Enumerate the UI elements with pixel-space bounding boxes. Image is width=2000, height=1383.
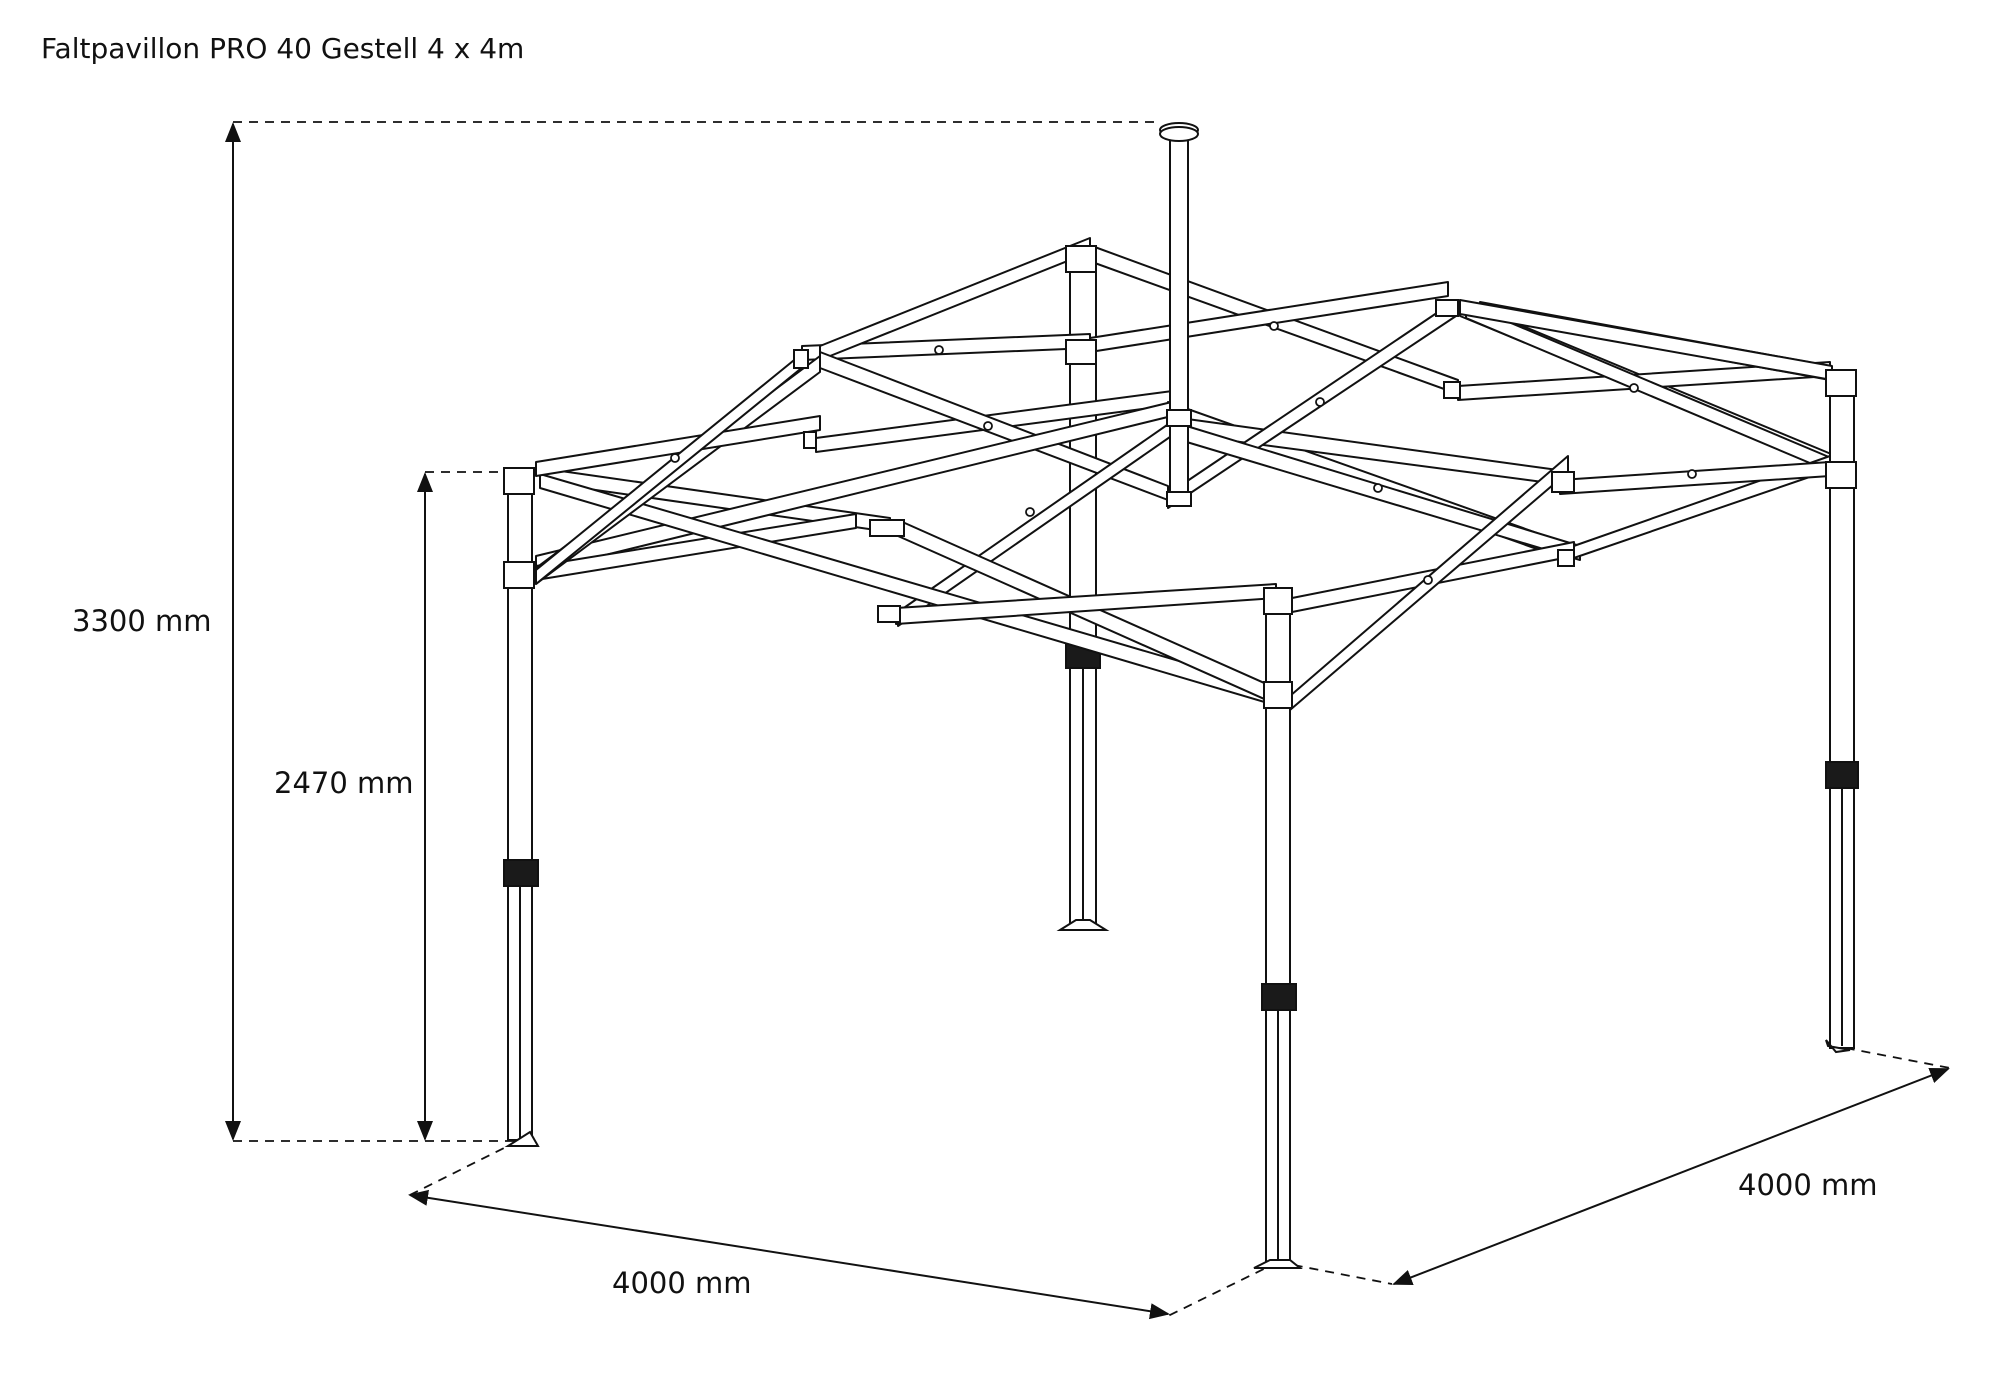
center-hub [1166,409,1192,427]
corner-bracket [1825,461,1857,489]
dim-label-width-front: 4000 mm [612,1266,752,1300]
leg-clamp [1261,983,1297,1011]
leg-clamp [503,859,539,887]
corner-cap [1825,369,1857,397]
truss-connectors [793,299,1575,623]
leg-back-right [1825,369,1859,1054]
dim-label-eave-height: 2470 mm [274,766,414,800]
corner-bracket [1263,681,1293,709]
corner-cap [1065,245,1097,273]
truss-members [535,237,1837,711]
corner-cap [503,467,535,495]
dim-label-total-height: 3300 mm [72,604,212,638]
leg-back-left [1065,245,1097,365]
hinge-points [670,321,1697,585]
diagram-title: Faltpavillon PRO 40 Gestell 4 x 4m [41,32,525,65]
dim-arrow-width-front [408,1189,1170,1320]
dim-arrow-depth-side [1392,1068,1950,1285]
dim-label-depth-side: 4000 mm [1738,1168,1878,1202]
corner-bracket [1065,339,1097,365]
corner-cap [1263,587,1293,615]
center-hub-lower [1166,491,1192,507]
dimension-arrows [225,122,1950,1320]
center-pole [1159,122,1199,507]
leg-front-left [503,467,540,1147]
leg-clamp [1825,761,1859,789]
leg-front-corner [1253,587,1303,1269]
corner-bracket [503,561,535,589]
